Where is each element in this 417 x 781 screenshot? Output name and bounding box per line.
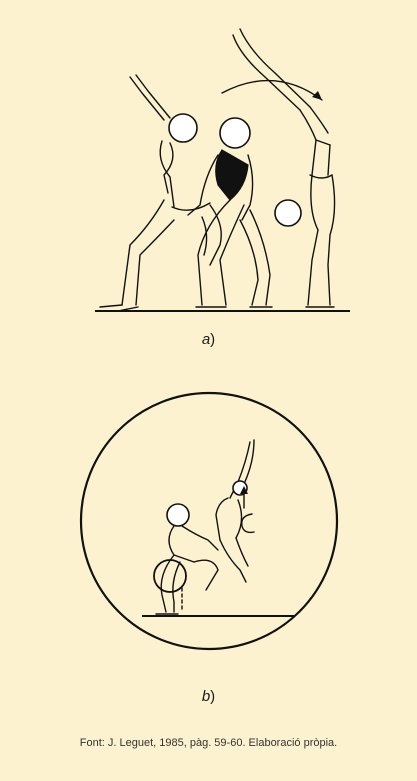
gymnast-support — [154, 504, 218, 614]
caption-a-letter: a — [202, 331, 210, 348]
diagram-a — [60, 15, 360, 325]
caption-b-letter: b — [202, 688, 210, 705]
gymnast-flyer — [216, 440, 254, 582]
caption-b: b) — [0, 688, 417, 705]
diagram-b — [78, 390, 340, 652]
source-credit: Font: J. Leguet, 1985, pàg. 59-60. Elabo… — [0, 737, 417, 749]
caption-b-paren: ) — [210, 688, 215, 705]
caption-a: a) — [0, 331, 417, 348]
caption-a-paren: ) — [210, 331, 215, 348]
highlight-circle — [154, 560, 186, 592]
gymnast-center — [188, 118, 272, 307]
arrow-head — [312, 91, 322, 100]
inset-circle — [81, 393, 337, 649]
rotation-indicator — [240, 486, 254, 532]
